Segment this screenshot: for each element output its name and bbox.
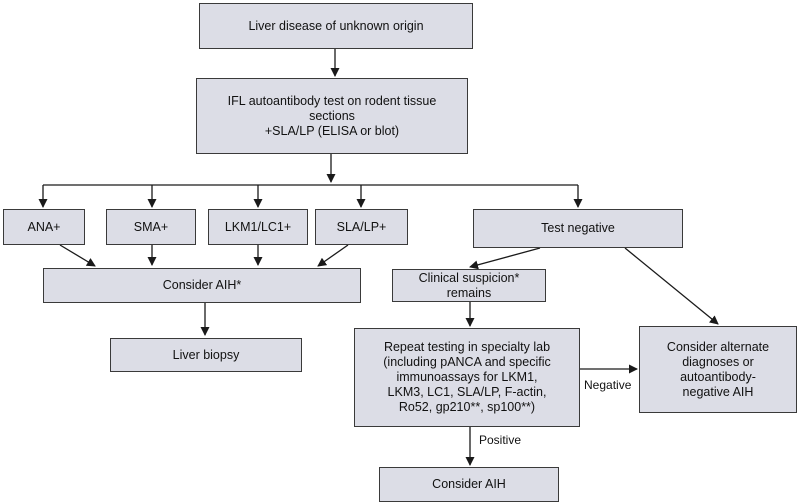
node-text: LKM1/LC1+ xyxy=(225,220,291,235)
edge-label-positive: Positive xyxy=(479,433,522,447)
node-consider-aih: Consider AIH xyxy=(379,467,559,502)
node-text-line: Test negative xyxy=(541,221,615,235)
node-text: Liver biopsy xyxy=(173,348,240,363)
node-text: Liver disease of unknown origin xyxy=(248,19,423,34)
edge-negative-to-alternate xyxy=(624,247,719,325)
node-liver-biopsy: Liver biopsy xyxy=(110,338,302,372)
node-sla-positive: SLA/LP+ xyxy=(315,209,408,245)
node-test-negative: Test negative xyxy=(473,209,683,248)
node-text: SLA/LP+ xyxy=(337,220,387,235)
node-text-line: diagnoses or xyxy=(682,354,754,369)
node-text-line: Repeat testing in specialty lab xyxy=(383,340,551,354)
node-sma-positive: SMA+ xyxy=(106,209,196,245)
node-clinical-suspicion: Clinical suspicion*remains xyxy=(392,269,546,302)
node-text-line: (including pANCA and specific xyxy=(383,355,551,369)
node-text-line: autoantibody- xyxy=(680,369,756,384)
node-lkm-positive: LKM1/LC1+ xyxy=(208,209,308,245)
node-consider-aih-star: Consider AIH* xyxy=(43,268,361,303)
node-text-line: Consider alternate xyxy=(666,339,770,354)
node-text-line: Liver disease of unknown origin xyxy=(248,18,424,33)
node-text-line: LKM3, LC1, SLA/LP, F-actin, xyxy=(387,385,547,399)
node-text-line: IFL autoantibody test on rodent tissue xyxy=(227,93,437,108)
node-text-line: Clinical suspicion* xyxy=(418,270,520,285)
edge-sla-to-aih xyxy=(317,244,349,267)
node-text-line: negative AIH xyxy=(682,384,754,399)
node-text-line: LKM1/LC1+ xyxy=(224,219,292,234)
node-ana-positive: ANA+ xyxy=(3,209,85,245)
node-text-line: Ro52, gp210**, sp100**) xyxy=(398,400,536,414)
node-start: Liver disease of unknown origin xyxy=(199,3,473,49)
node-text: Consider AIH* xyxy=(163,278,242,293)
node-text-line: +SLA/LP (ELISA or blot) xyxy=(264,123,400,138)
node-text: ANA+ xyxy=(27,220,60,235)
node-text-line: Consider AIH xyxy=(432,477,506,491)
node-text: SMA+ xyxy=(134,220,168,235)
node-text-line: SLA/LP+ xyxy=(336,219,387,234)
node-repeat-testing: Repeat testing in specialty lab(includin… xyxy=(354,328,580,427)
node-text-line: immunoassays for LKM1, xyxy=(396,370,538,384)
node-text-line: ANA+ xyxy=(27,219,61,234)
node-text-line: SMA+ xyxy=(133,219,169,234)
node-text: Consider AIH xyxy=(432,477,506,492)
node-text: Clinical suspicion*remains xyxy=(419,271,520,301)
edge-label-negative: Negative xyxy=(584,378,632,392)
edge-negative-to-suspicion xyxy=(469,247,541,270)
edge-ana-to-aih xyxy=(59,244,96,267)
node-text-line: Consider AIH* xyxy=(162,278,242,292)
node-text-line: sections xyxy=(309,108,355,123)
node-text: Test negative xyxy=(541,221,615,236)
node-text: Repeat testing in specialty lab(includin… xyxy=(383,340,550,415)
node-text-line: Liver biopsy xyxy=(172,347,240,362)
node-text-line: remains xyxy=(446,285,492,300)
